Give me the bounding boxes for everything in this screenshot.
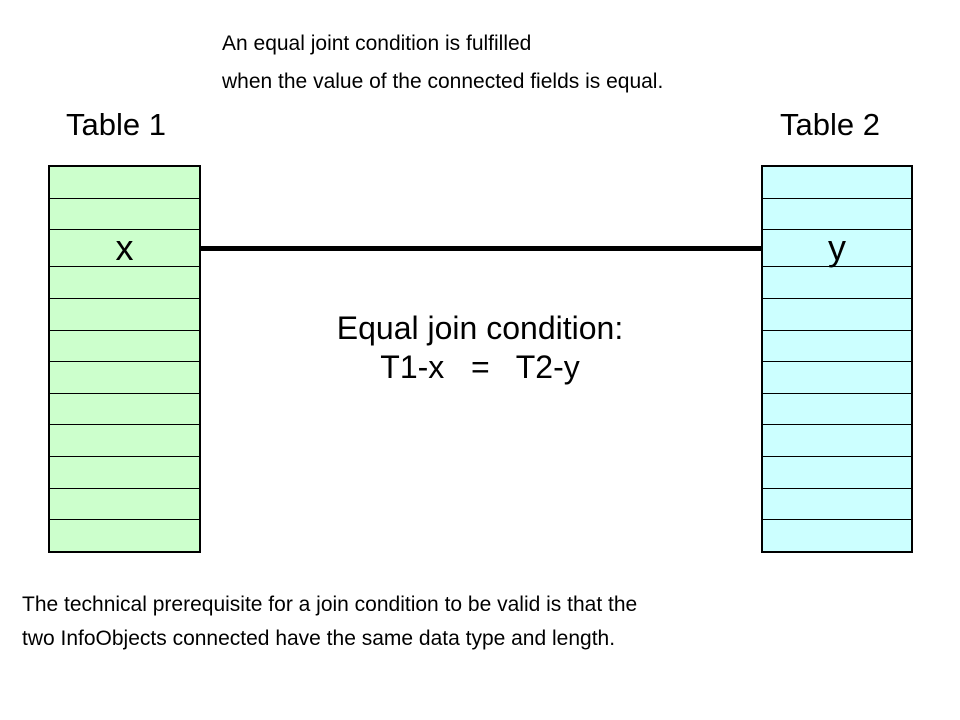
join-connector-line [200, 246, 762, 251]
bottom-note: The technical prerequisite for a join co… [22, 588, 637, 656]
bottom-note-line-1: The technical prerequisite for a join co… [22, 593, 638, 616]
table-row [763, 425, 911, 458]
table-row [763, 267, 911, 299]
top-note: An equal joint condition is fulfilled wh… [222, 25, 663, 101]
table-row [50, 425, 199, 458]
table-row [763, 299, 911, 331]
table-row [763, 167, 911, 199]
table-row [763, 520, 911, 551]
table-row [50, 394, 199, 426]
join-condition-title: Equal join condition: [336, 310, 624, 346]
table-row [50, 520, 199, 551]
table-row-joined-field: y [763, 230, 911, 268]
table-row [763, 489, 911, 521]
top-note-line-2: when the value of the connected fields i… [222, 70, 664, 93]
join-condition-equation: T1-x = T2-y [380, 349, 580, 385]
table2: y [761, 165, 913, 553]
table-row [763, 362, 911, 394]
table-row [763, 457, 911, 489]
bottom-note-line-2: two InfoObjects connected have the same … [22, 627, 616, 650]
table-row [763, 199, 911, 231]
table-row [50, 267, 199, 299]
table-row [50, 362, 199, 394]
table-row [763, 394, 911, 426]
table-row [50, 457, 199, 489]
table1: x [48, 165, 201, 553]
table2-title: Table 2 [780, 107, 880, 142]
table-row-joined-field: x [50, 230, 199, 268]
join-condition-text: Equal join condition: T1-x = T2-y [240, 309, 720, 387]
table-row [50, 331, 199, 363]
table-row [50, 299, 199, 331]
table1-title: Table 1 [66, 107, 166, 142]
table-row [763, 331, 911, 363]
top-note-line-1: An equal joint condition is fulfilled [222, 32, 532, 55]
table-row [50, 199, 199, 231]
table-row [50, 167, 199, 199]
table-row [50, 489, 199, 521]
